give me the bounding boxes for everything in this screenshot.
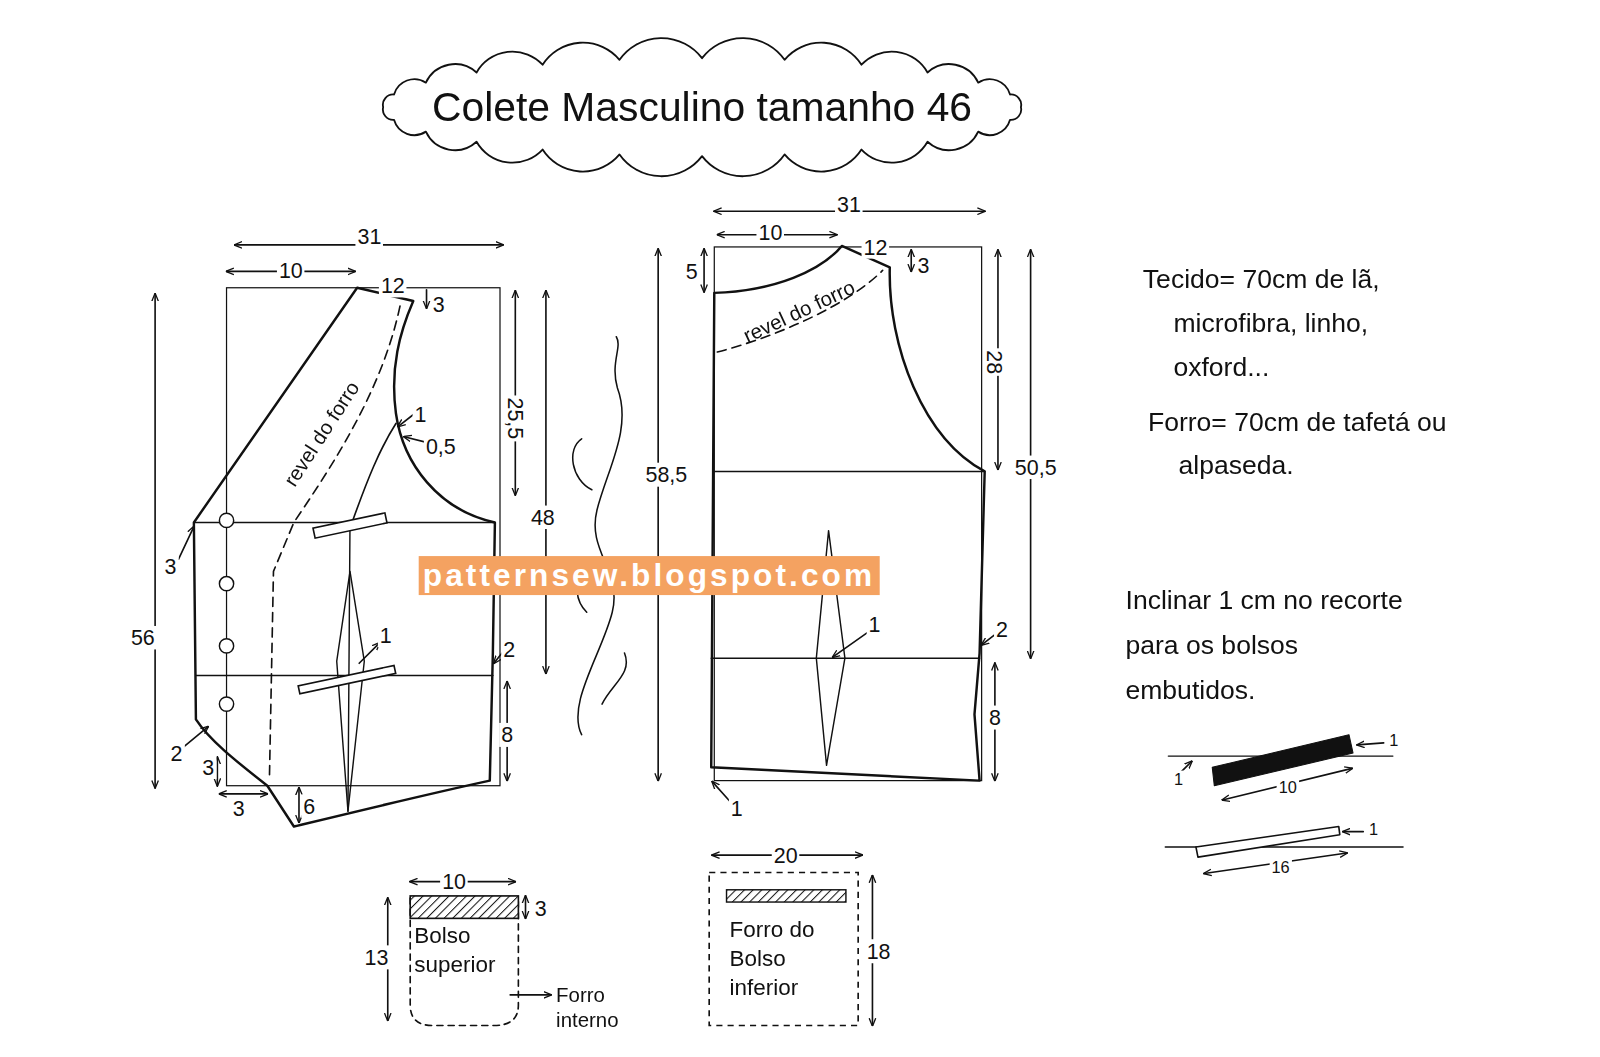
- welt-pocket: [298, 665, 396, 693]
- pocket-piece: Bolso superior: [408, 893, 520, 1028]
- panel-line: [352, 423, 396, 522]
- dimension-label: 1: [1387, 732, 1400, 750]
- dimension-label: 10: [1277, 779, 1299, 797]
- note-text: Inclinar 1 cm no recorte para os bolsos …: [1126, 578, 1427, 713]
- dimension-label: 2: [169, 741, 185, 765]
- watermark: patternsew.blogspot.com: [419, 556, 880, 595]
- dimension-label: 0,5: [424, 434, 458, 458]
- dimension-arrow: [359, 643, 379, 663]
- dimension-label: 3: [431, 292, 447, 316]
- dimension-label: 1: [866, 613, 882, 637]
- signature: [573, 337, 627, 735]
- note-text: Forro interno: [556, 983, 653, 1032]
- piece-label: revel do forro: [279, 377, 363, 490]
- dimension-label: 1: [1367, 821, 1380, 839]
- draft-frame: [227, 288, 500, 786]
- dimension-label: 3: [533, 896, 549, 920]
- dimension-arrow: [910, 250, 912, 271]
- dimension-arrow: [1343, 831, 1363, 833]
- dimension-label: 5: [684, 260, 700, 284]
- dimension-label: 31: [355, 225, 383, 249]
- dimension-label: 6: [301, 794, 317, 818]
- back-outline: [711, 246, 984, 781]
- dimension-arrow: [545, 291, 547, 674]
- dimension-arrow: [833, 633, 868, 657]
- button: [219, 639, 233, 653]
- dimension-label: 1: [378, 624, 394, 648]
- dimension-label: 1: [412, 403, 428, 427]
- dimension-arrow: [657, 249, 659, 781]
- dimension-arrow: [1030, 250, 1032, 658]
- pattern-piece: revel do forro: [706, 241, 990, 772]
- dimension-label: 3: [915, 254, 931, 278]
- dimension-label: 2: [501, 637, 517, 661]
- dimension-arrow: [179, 527, 194, 560]
- dart: [337, 571, 365, 811]
- dimension-label: 18: [865, 939, 893, 963]
- facing-line: [717, 270, 882, 352]
- dimension-label: 3: [200, 756, 216, 780]
- dart-line: [348, 522, 350, 811]
- dimension-label: 10: [756, 221, 784, 245]
- facing-line: [269, 306, 400, 780]
- dimension-arrow: [217, 757, 219, 786]
- dimension-arrow: [219, 793, 267, 795]
- dimension-arrow: [154, 294, 156, 788]
- dimension-label: 8: [499, 723, 515, 747]
- dimension-label: 48: [529, 506, 557, 530]
- dimension-label: 58,5: [643, 463, 689, 487]
- dimension-label: 28: [983, 348, 1007, 376]
- dimension-label: 50,5: [1013, 456, 1059, 480]
- title-cloud: [383, 38, 1021, 176]
- button: [219, 577, 233, 591]
- button: [219, 513, 233, 527]
- dimension-label: 8: [987, 706, 1003, 730]
- title-text: Colete Masculino tamanho 46: [432, 85, 972, 130]
- note-text: Forro= 70cm de tafetá ou alpaseda.: [1148, 400, 1469, 488]
- welt-pocket: [313, 513, 387, 538]
- dimension-label: 13: [363, 945, 391, 969]
- dimension-label: 10: [440, 870, 468, 894]
- dimension-arrow: [510, 994, 551, 996]
- welt-strip: [1196, 827, 1340, 858]
- dimension-label: 12: [379, 274, 407, 298]
- button: [219, 697, 233, 711]
- dimension-label: 56: [129, 626, 157, 650]
- dimension-arrow: [1222, 768, 1352, 800]
- dimension-arrow: [426, 290, 428, 308]
- dimension-arrow: [982, 635, 995, 645]
- dimension-arrow: [1357, 743, 1384, 745]
- dimension-label: 1: [1172, 771, 1185, 789]
- dimension-label: 3: [231, 796, 247, 820]
- pocket-piece: Forro do Bolso inferior: [709, 872, 858, 1025]
- dimension-label: 2: [994, 618, 1010, 642]
- dimension-label: 3: [162, 555, 178, 579]
- dimension-label: 25,5: [504, 395, 528, 441]
- dimension-label: 10: [277, 259, 305, 283]
- dimension-label: 31: [835, 192, 863, 216]
- welt-hatch: [410, 896, 518, 918]
- dimension-arrow: [514, 291, 516, 495]
- dimension-label: 20: [772, 843, 800, 867]
- piece-outline: [706, 241, 990, 772]
- dimension-label: 1: [729, 796, 745, 820]
- chest-line: [714, 471, 984, 473]
- dimension-label: 16: [1269, 858, 1291, 876]
- draft-frame: [714, 247, 981, 781]
- dimension-label: 12: [862, 235, 890, 259]
- welt-hatch: [727, 890, 846, 902]
- pocket-label: Bolso superior: [414, 921, 512, 979]
- dimension-arrow: [298, 788, 300, 823]
- dimension-arrow: [712, 782, 729, 801]
- dimension-arrow: [525, 896, 527, 918]
- pocket-label: Forro do Bolso inferior: [730, 915, 850, 1003]
- dimension-arrow: [703, 249, 705, 292]
- pocket-outline: [709, 872, 858, 1025]
- note-text: Tecido= 70cm de lã, microfibra, linho, o…: [1143, 257, 1444, 388]
- piece-label: revel do forro: [740, 276, 858, 347]
